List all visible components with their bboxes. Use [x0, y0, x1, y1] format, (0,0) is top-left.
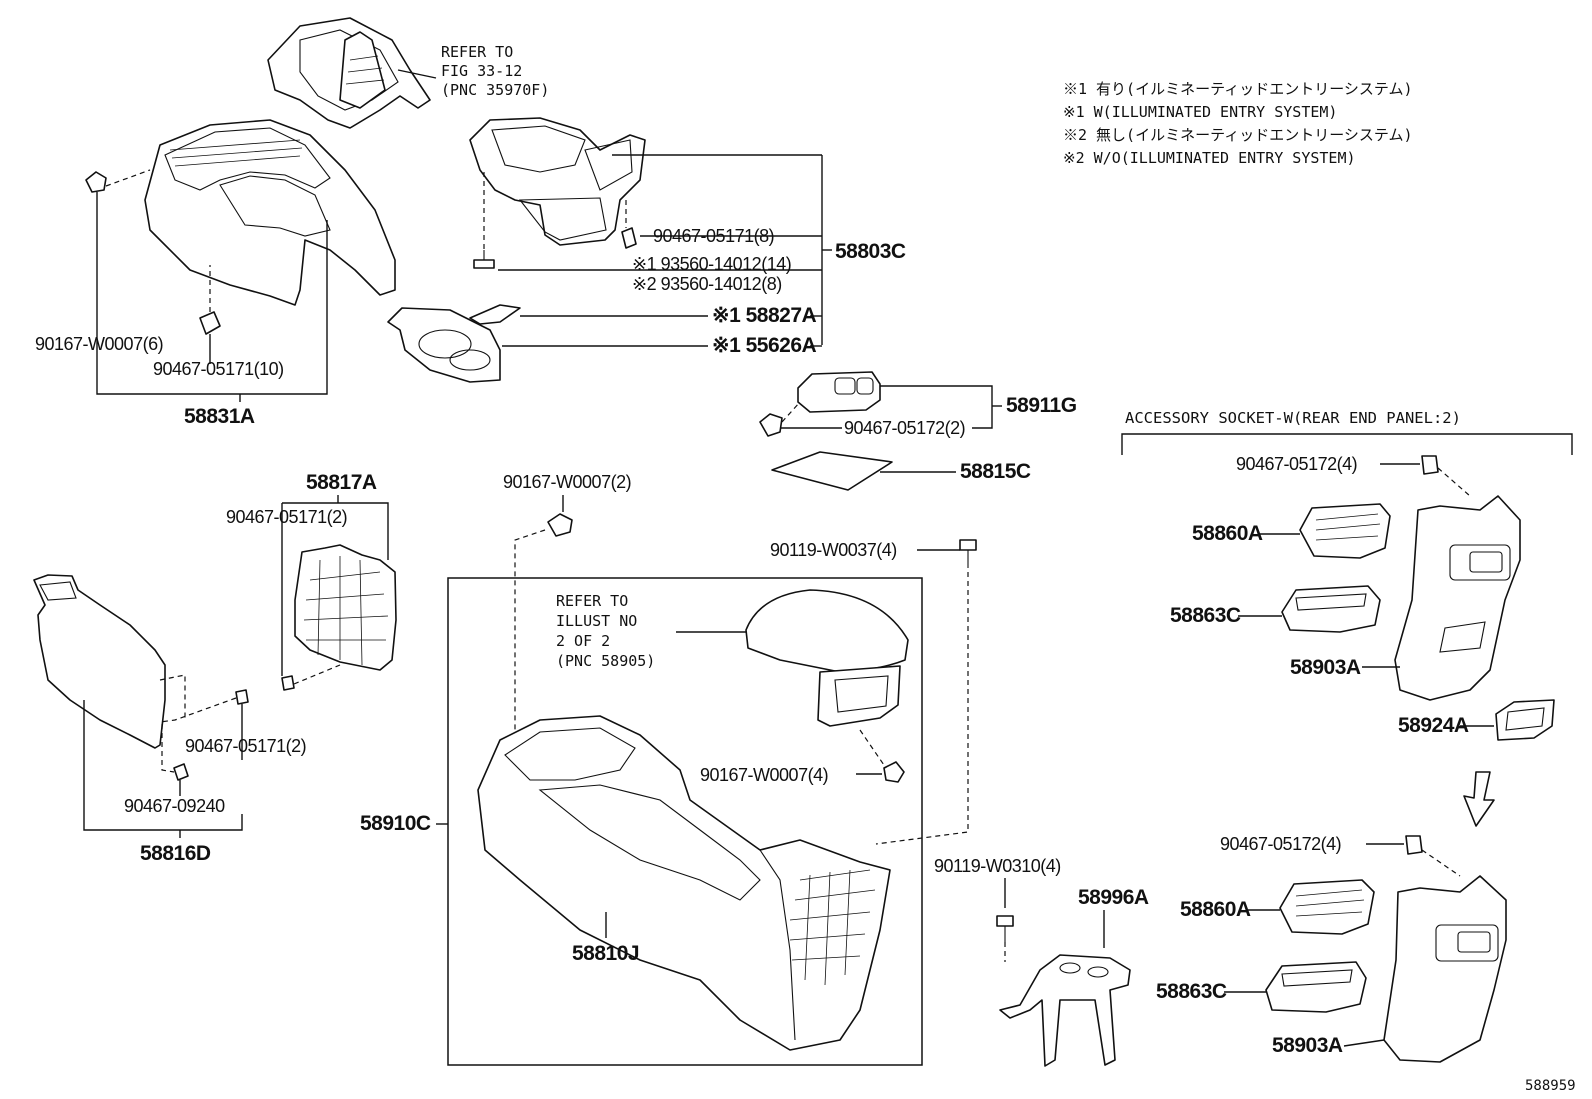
side-panel-58816d	[33, 574, 166, 749]
label-55626A: ※1 55626A	[712, 334, 817, 357]
notes-block: ※1 有り(イルミネーティッドエントリーシステム) ※1 W(ILLUMINAT…	[1063, 80, 1412, 167]
label-58911G: 58911G	[1006, 394, 1077, 417]
label-58860A-b: 58860A	[1180, 898, 1251, 921]
label-90119-w0310-4: 90119-W0310(4)	[934, 856, 1061, 876]
label-58860A-a: 58860A	[1192, 522, 1263, 545]
cupholder-55626a	[387, 307, 501, 383]
clip-90467-05171-10	[199, 311, 221, 335]
socket-58863c-a	[1281, 585, 1381, 633]
vent-58860a-b	[1279, 879, 1375, 935]
label-90119-w0037-4: 90119-W0037(4)	[770, 540, 897, 560]
console-body-58810j	[477, 715, 891, 1051]
note-1-jp: ※1 有り(イルミネーティッドエントリーシステム)	[1063, 80, 1412, 98]
socket-58863c-b	[1265, 961, 1367, 1013]
label-90467-05172-4-a: 90467-05172(4)	[1236, 454, 1357, 474]
label-90167-w0007-6: 90167-W0007(6)	[35, 334, 163, 354]
clip-90467-05171-8	[621, 227, 637, 249]
label-58815C: 58815C	[960, 460, 1031, 483]
label-90467-09240: 90467-09240	[124, 796, 225, 816]
label-58810J: 58810J	[572, 942, 639, 965]
label-90167-w0007-2: 90167-W0007(2)	[503, 472, 631, 492]
cover-58924a	[1495, 699, 1555, 741]
label-58863C-a: 58863C	[1170, 604, 1241, 627]
screw-93560-14012	[473, 250, 495, 269]
upper-console-panel	[144, 119, 396, 306]
side-panel-58817a	[294, 544, 397, 671]
label-58924A: 58924A	[1398, 714, 1469, 737]
label-93560-14012-14: ※1 93560-14012(14)	[632, 254, 791, 274]
illustration-number: 588959	[1525, 1078, 1576, 1094]
refer1-line1: REFER TO	[441, 43, 513, 61]
bolt-90119-w0037	[959, 539, 977, 568]
label-58827A: ※1 58827A	[712, 304, 817, 327]
clip-90467-05172-2	[759, 413, 783, 437]
console-box-58803c	[469, 117, 646, 246]
note-1-en: ※1 W(ILLUMINATED ENTRY SYSTEM)	[1063, 103, 1337, 121]
label-58903A-b: 58903A	[1272, 1034, 1343, 1057]
vent-58860a-a	[1299, 503, 1391, 559]
label-58996A: 58996A	[1078, 886, 1149, 909]
main-console-frame	[447, 577, 923, 1066]
bracket-58996a	[999, 954, 1131, 1067]
refer2-line2: ILLUST NO	[556, 612, 637, 630]
clip-90467-05171-2-b	[235, 689, 249, 705]
bolt-90119-w0310	[996, 915, 1014, 942]
rear-panel-58903a-a	[1394, 495, 1521, 701]
clip-90467-05171-2-a	[281, 675, 295, 691]
label-90467-05171-2-a: 90467-05171(2)	[226, 507, 347, 527]
refer2-line4: (PNC 58905)	[556, 652, 655, 670]
refer1-line3: (PNC 35970F)	[441, 81, 549, 99]
switch-base-58911g	[797, 371, 881, 413]
screw-90167-w0007-2	[547, 513, 573, 537]
refer2-line1: REFER TO	[556, 592, 628, 610]
clip-90467-05172-4-b	[1405, 835, 1423, 855]
label-90467-05171-8: 90467-05171(8)	[653, 226, 774, 246]
clip-90467-09240	[173, 763, 189, 781]
refer2-line3: 2 OF 2	[556, 632, 610, 650]
label-93560-14012-8: ※2 93560-14012(8)	[632, 274, 782, 294]
mat-58815c	[771, 451, 893, 491]
shift-boot-part	[267, 17, 431, 129]
label-58863C-b: 58863C	[1156, 980, 1227, 1003]
label-90167-w0007-4: 90167-W0007(4)	[700, 765, 828, 785]
refer1-line2: FIG 33-12	[441, 62, 522, 80]
label-58903A-a: 58903A	[1290, 656, 1361, 679]
screw-90167-w0007-4	[883, 761, 905, 783]
label-58831A: 58831A	[184, 405, 255, 428]
accessory-socket-title: ACCESSORY SOCKET-W(REAR END PANEL:2)	[1125, 409, 1461, 427]
label-58817A: 58817A	[306, 471, 377, 494]
label-58816D: 58816D	[140, 842, 211, 865]
label-90467-05172-2: 90467-05172(2)	[844, 418, 965, 438]
armrest-lid	[745, 589, 909, 727]
note-2-jp: ※2 無し(イルミネーティッドエントリーシステム)	[1063, 126, 1412, 144]
label-58910C: 58910C	[360, 812, 431, 835]
clip-90467-05172-4-a	[1421, 455, 1439, 475]
down-arrow-icon	[1463, 771, 1495, 827]
label-90467-05172-4-b: 90467-05172(4)	[1220, 834, 1341, 854]
rear-panel-58903a-b	[1383, 875, 1507, 1063]
label-90467-05171-10: 90467-05171(10)	[153, 359, 284, 379]
clip-90167-w0007-6	[85, 171, 107, 193]
label-58803C: 58803C	[835, 240, 906, 263]
label-90467-05171-2-b: 90467-05171(2)	[185, 736, 306, 756]
note-2-en: ※2 W/O(ILLUMINATED ENTRY SYSTEM)	[1063, 149, 1356, 167]
light-58827a	[469, 304, 521, 325]
